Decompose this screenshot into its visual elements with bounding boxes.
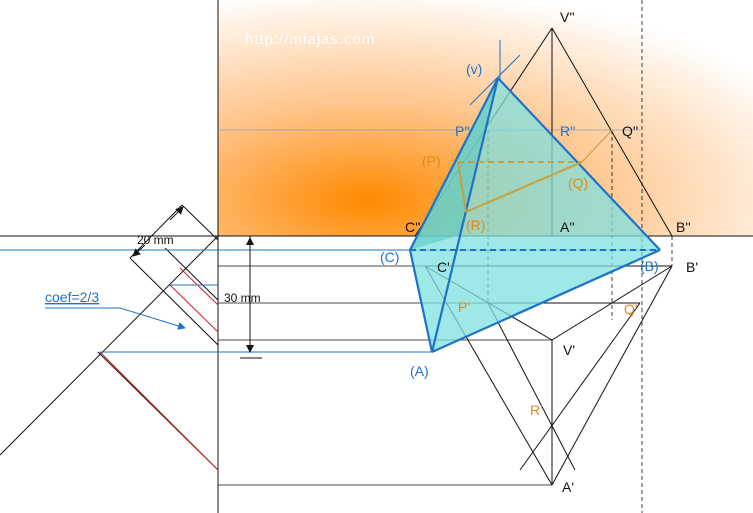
label-Q1: Q' <box>624 301 638 317</box>
label-R2: R'' <box>560 123 575 139</box>
label-Br: (B) <box>640 258 659 274</box>
dim-20-label: 20 mm <box>137 233 174 247</box>
label-R1: R' <box>530 402 543 418</box>
label-B2: B'' <box>676 219 691 235</box>
label-A2: A'' <box>560 219 575 235</box>
label-B1: B' <box>686 259 698 275</box>
label-C1: C' <box>437 259 450 275</box>
label-Vr: (v) <box>466 61 482 77</box>
section-polygon <box>457 161 583 213</box>
coef-note: coef=2/3 <box>45 289 99 305</box>
section-guide <box>581 129 613 163</box>
dim-30-label: 30 mm <box>224 291 261 305</box>
rotated-solid-edges <box>408 77 661 354</box>
label-P2: P'' <box>455 123 470 139</box>
watermark: http://miajas.com <box>245 31 375 48</box>
axis-diagonal <box>469 54 521 106</box>
construction-lines-left <box>0 204 219 471</box>
label-P1: P' <box>458 299 470 315</box>
label-Cr: (C) <box>380 249 399 265</box>
label-A1: A' <box>562 479 574 495</box>
label-V2: V'' <box>560 9 575 25</box>
label-C2: C'' <box>405 219 420 235</box>
coef-arrow <box>119 307 186 330</box>
label-Pr: (P) <box>422 153 441 169</box>
red-construction-lines <box>99 267 219 471</box>
label-Rr: (R) <box>466 217 485 233</box>
label-Q2: Q'' <box>622 123 638 139</box>
label-V1: V' <box>563 342 575 358</box>
label-Qr: (Q) <box>568 175 588 191</box>
label-Ar: (A) <box>410 363 429 379</box>
